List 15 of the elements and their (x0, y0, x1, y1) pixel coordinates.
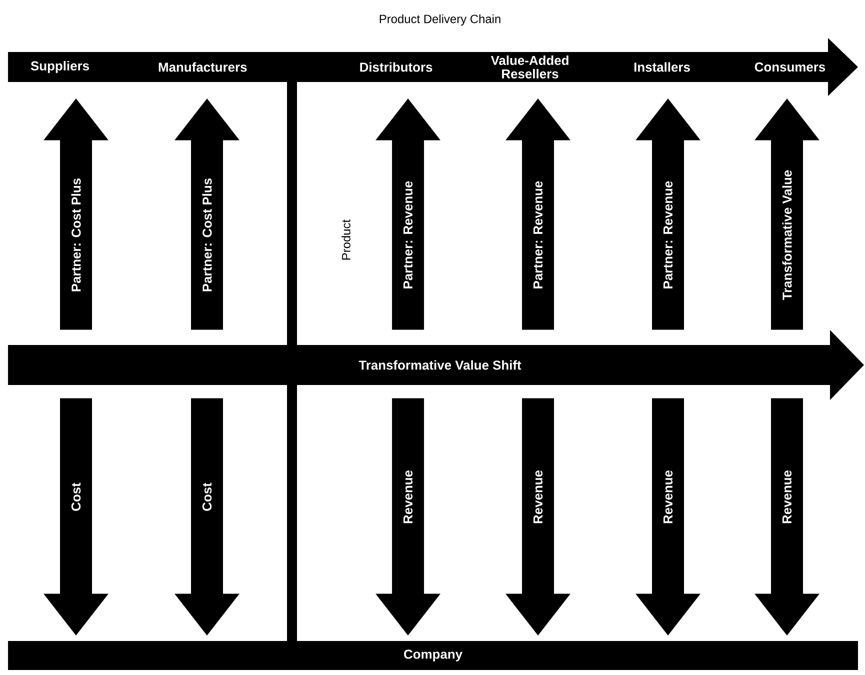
edge-label: Revenue (662, 469, 674, 525)
edge-label: Partner: Revenue (532, 180, 544, 290)
side-label: Product (342, 220, 350, 260)
edge-label: Transformative Value (781, 168, 793, 302)
edge-label: Partner: Revenue (662, 180, 674, 290)
edge-label: Revenue (781, 469, 793, 525)
node-label: Product Delivery Chain (380, 14, 500, 26)
edge-label: Cost (70, 482, 82, 512)
edge-label: Partner: Cost Plus (70, 176, 82, 294)
company-bar: Company (8, 641, 858, 670)
edge-label: Partner: Revenue (402, 180, 414, 290)
edge-label: Cost (201, 482, 213, 512)
edge-label: Revenue (402, 469, 414, 525)
edge-label: Revenue (532, 469, 544, 525)
edge-label: Partner: Cost Plus (201, 176, 213, 294)
